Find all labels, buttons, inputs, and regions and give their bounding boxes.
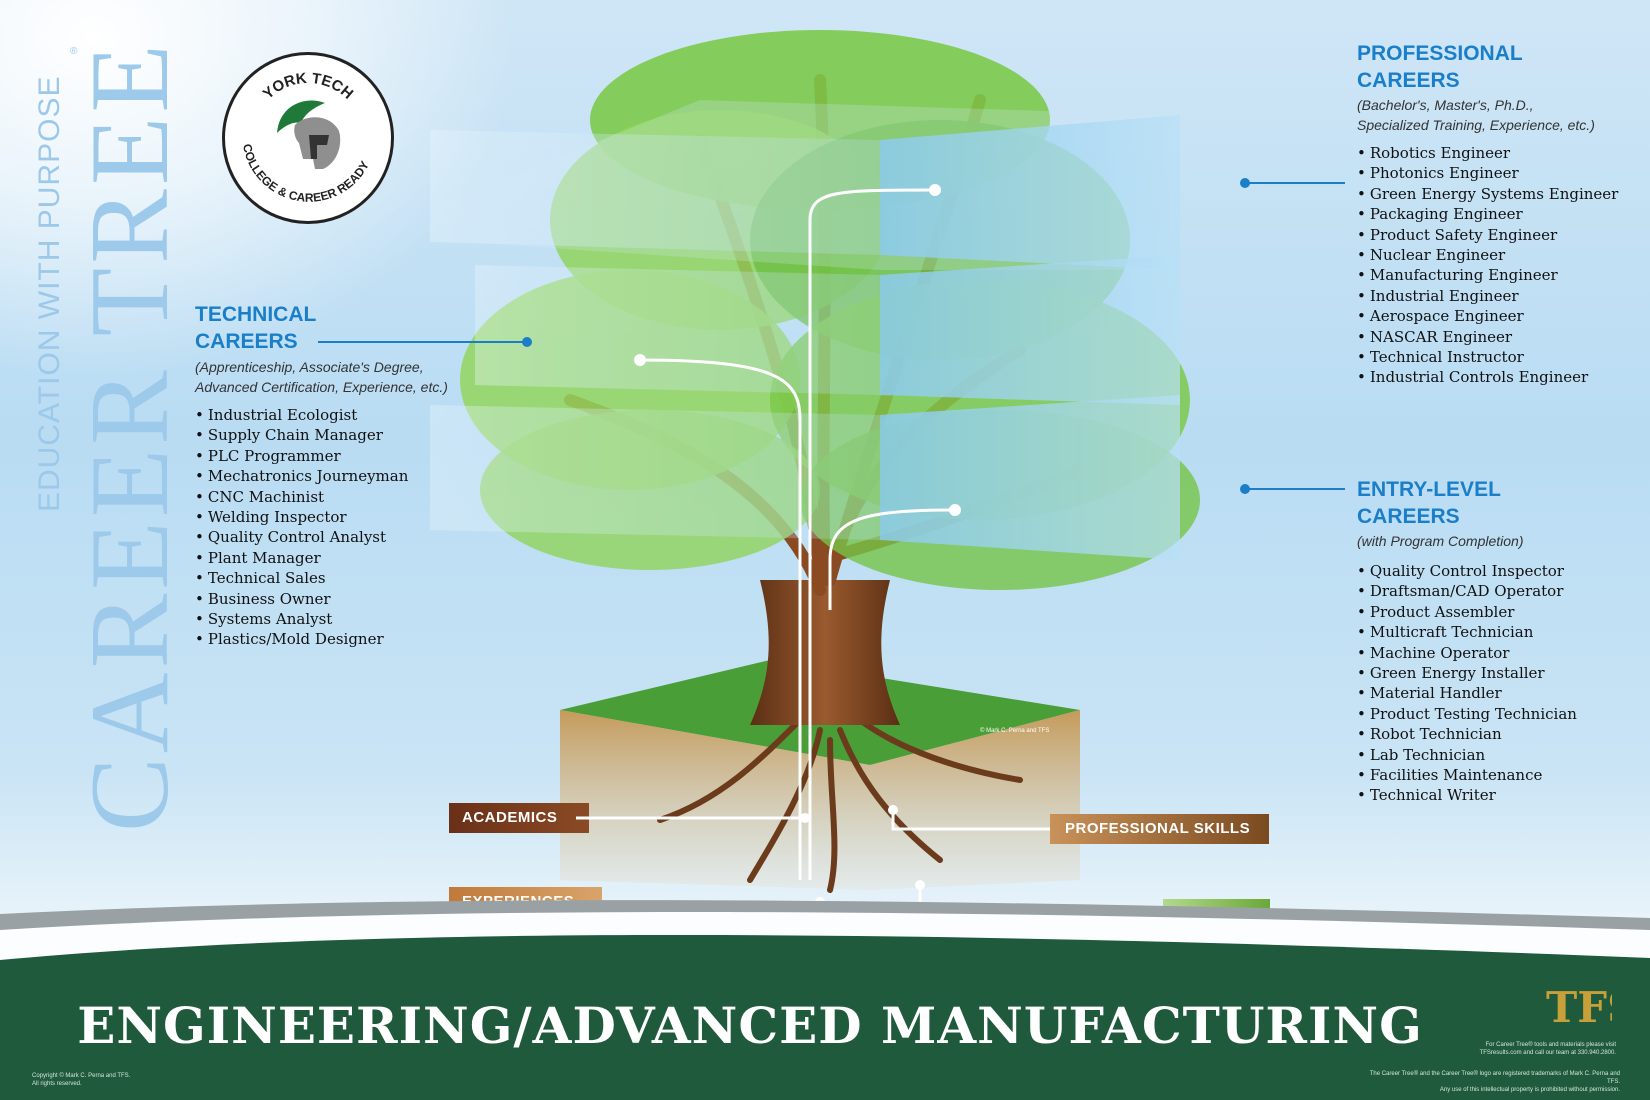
art-credit: © Mark C. Perna and TFS: [980, 727, 1049, 734]
promo-text: For Career Tree® tools and materials ple…: [1466, 1041, 1616, 1057]
professional-item: Photonics Engineer: [1357, 163, 1618, 183]
entry-level-careers-list: Quality Control InspectorDraftsman/CAD O…: [1357, 561, 1577, 806]
technical-sub-line1: (Apprenticeship, Associate's Degree,: [195, 359, 424, 375]
professional-item: Technical Instructor: [1357, 347, 1618, 367]
professional-item: Robotics Engineer: [1357, 143, 1618, 163]
technical-item: Systems Analyst: [195, 609, 408, 629]
entry-item: Technical Writer: [1357, 785, 1577, 805]
copyright-line2: All rights reserved.: [32, 1081, 82, 1087]
professional-item: Product Safety Engineer: [1357, 225, 1618, 245]
entry-level-layer: [430, 395, 1180, 560]
technical-layer: [475, 255, 1180, 405]
technical-heading: TECHNICAL CAREERS: [195, 301, 316, 355]
technical-item: Plant Manager: [195, 548, 408, 568]
technical-heading-line2: CAREERS: [195, 330, 298, 353]
technical-careers-list: Industrial EcologistSupply Chain Manager…: [195, 405, 409, 650]
professional-item: Nuclear Engineer: [1357, 245, 1618, 265]
tree-trunk: [750, 580, 900, 725]
entry-level-subheading: (with Program Completion): [1357, 531, 1524, 551]
technical-item: Welding Inspector: [195, 507, 408, 527]
entry-sub-line1: (with Program Completion): [1357, 533, 1524, 549]
promo-line1: For Career Tree® tools and materials ple…: [1485, 1042, 1616, 1048]
technical-item: Quality Control Analyst: [195, 527, 408, 547]
technical-item: Supply Chain Manager: [195, 425, 408, 445]
entry-heading-line1: ENTRY-LEVEL: [1357, 478, 1501, 501]
entry-item: Quality Control Inspector: [1357, 561, 1577, 581]
professional-item: Packaging Engineer: [1357, 204, 1618, 224]
career-tree-illustration: © Mark C. Perna and TFS: [430, 30, 1200, 893]
professional-layer: [430, 100, 1180, 270]
entry-item: Draftsman/CAD Operator: [1357, 581, 1577, 601]
technical-sub-line2: Advanced Certification, Experience, etc.…: [195, 379, 448, 395]
academics-label: ACADEMICS: [449, 803, 589, 833]
copyright-line1: Copyright © Mark C. Perna and TFS.: [32, 1073, 131, 1079]
technical-item: CNC Machinist: [195, 487, 408, 507]
professional-item: Green Energy Systems Engineer: [1357, 184, 1618, 204]
professional-sub-line2: Specialized Training, Experience, etc.): [1357, 117, 1595, 133]
tfs-logo: TFS: [1546, 983, 1612, 1032]
pointer-lines: [639, 188, 956, 880]
entry-level-heading: ENTRY-LEVEL CAREERS: [1357, 476, 1501, 530]
professional-item: NASCAR Engineer: [1357, 327, 1618, 347]
professional-skills-label: PROFESSIONAL SKILLS: [1050, 814, 1269, 844]
technical-item: Plastics/Mold Designer: [195, 629, 408, 649]
legal-line1: The Career Tree® and the Career Tree® lo…: [1369, 1071, 1620, 1085]
pointer-dots: [634, 184, 961, 516]
copyright-text: Copyright © Mark C. Perna and TFS. All r…: [32, 1072, 130, 1088]
entry-item: Lab Technician: [1357, 745, 1577, 765]
technical-item: Mechatronics Journeyman: [195, 466, 409, 486]
registered-mark: ®: [70, 46, 78, 57]
technical-subheading: (Apprenticeship, Associate's Degree, Adv…: [195, 357, 448, 397]
technical-item: Technical Sales: [195, 568, 408, 588]
entry-item: Facilities Maintenance: [1357, 765, 1577, 785]
york-tech-logo: YORK TECH COLLEGE & CAREER READY: [222, 52, 394, 224]
technical-item: Industrial Ecologist: [195, 405, 408, 425]
professional-heading-line2: CAREERS: [1357, 69, 1460, 92]
entry-heading-line2: CAREERS: [1357, 505, 1460, 528]
promo-line2: TFSresults.com and call our team at 330.…: [1479, 1050, 1616, 1056]
professional-item: Industrial Controls Engineer: [1357, 367, 1618, 387]
entry-item: Product Testing Technician: [1357, 704, 1577, 724]
professional-heading: PROFESSIONAL CAREERS: [1357, 40, 1523, 94]
roots: [657, 717, 1023, 893]
professional-item: Manufacturing Engineer: [1357, 265, 1618, 285]
professional-careers-list: Robotics EngineerPhotonics EngineerGreen…: [1357, 143, 1618, 388]
professional-item: Aerospace Engineer: [1357, 306, 1618, 326]
professional-subheading: (Bachelor's, Master's, Ph.D., Specialize…: [1357, 95, 1595, 135]
entry-item: Multicraft Technician: [1357, 622, 1577, 642]
entry-item: Green Energy Installer: [1357, 663, 1577, 683]
legal-text: The Career Tree® and the Career Tree® lo…: [1360, 1070, 1620, 1094]
spartan-helmet-icon: [277, 100, 341, 169]
entry-item: Material Handler: [1357, 683, 1577, 703]
technical-item: PLC Programmer: [195, 446, 408, 466]
professional-item: Industrial Engineer: [1357, 286, 1618, 306]
professional-sub-line1: (Bachelor's, Master's, Ph.D.,: [1357, 97, 1534, 113]
page-title: ENGINEERING/ADVANCED MANUFACTURING: [77, 996, 1423, 1055]
entry-item: Robot Technician: [1357, 724, 1577, 744]
professional-heading-line1: PROFESSIONAL: [1357, 42, 1523, 65]
tfs-logo-text: TFS: [1546, 983, 1612, 1032]
technical-heading-line1: TECHNICAL: [195, 303, 317, 326]
entry-item: Product Assembler: [1357, 602, 1577, 622]
legal-line2: Any use of this intellectual property is…: [1439, 1087, 1620, 1093]
footer-band: [0, 900, 1650, 1100]
technical-item: Business Owner: [195, 589, 408, 609]
entry-item: Machine Operator: [1357, 643, 1577, 663]
